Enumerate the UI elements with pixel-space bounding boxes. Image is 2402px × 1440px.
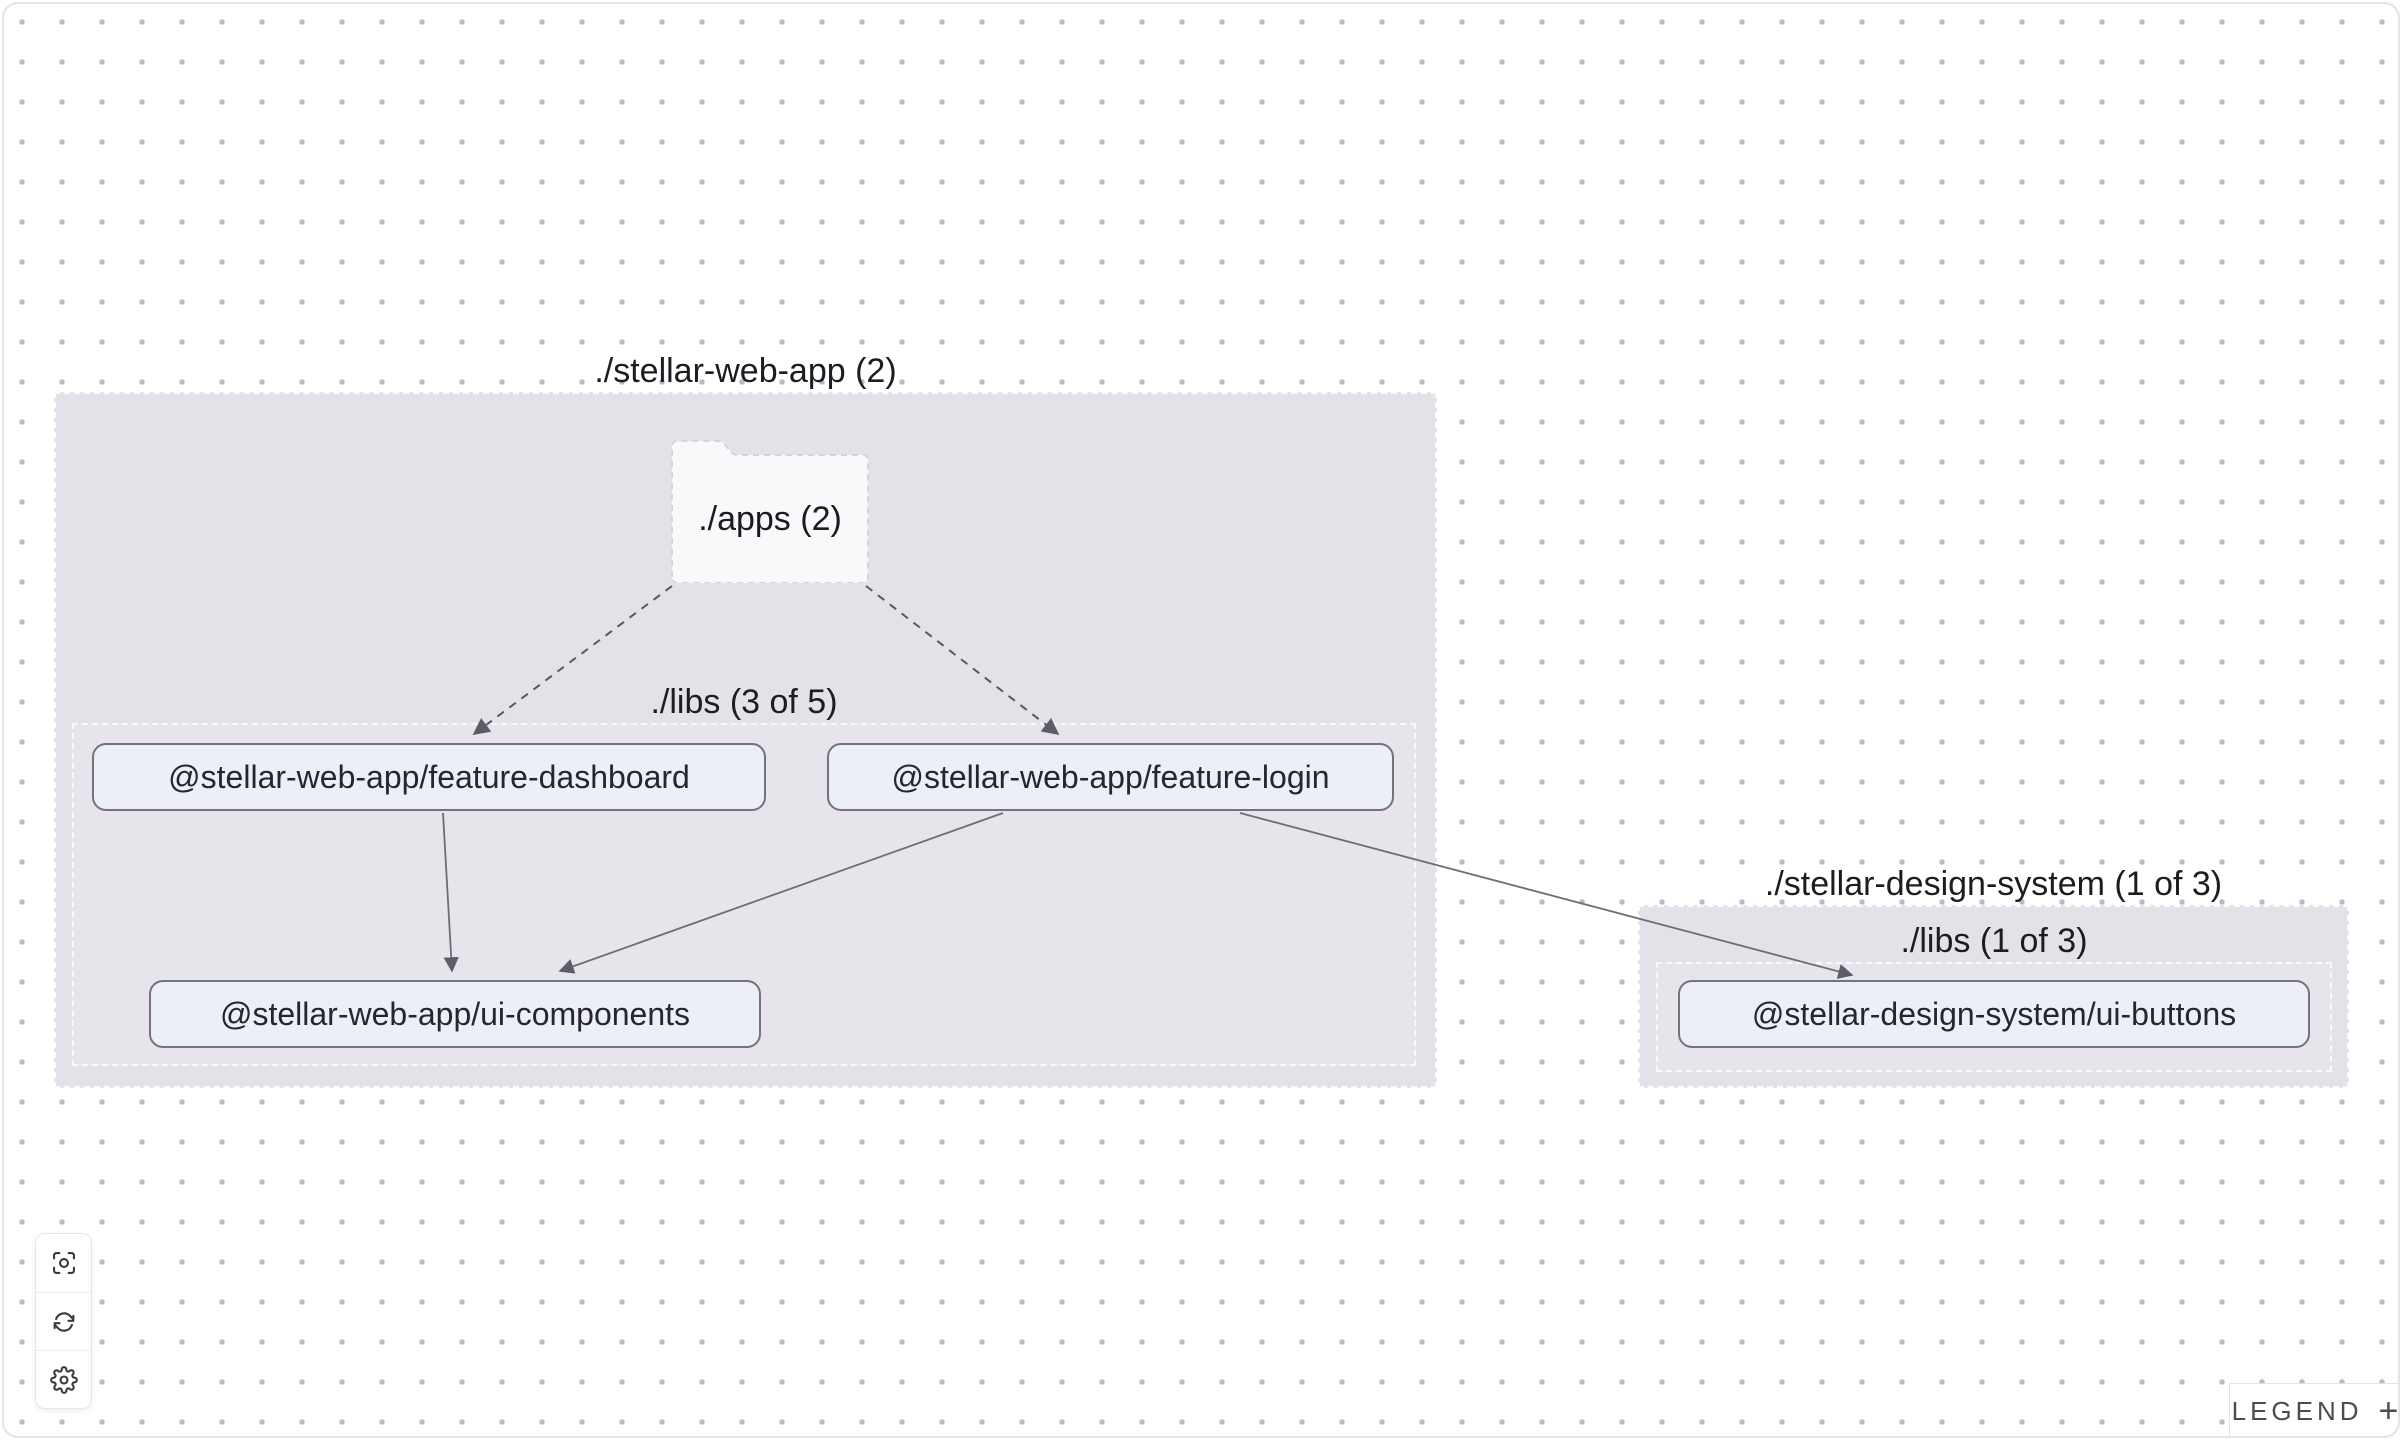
graph-controls-toolbar (35, 1233, 92, 1409)
group-label-stellar-web-app-libs: ./libs (3 of 5) (650, 683, 838, 721)
legend-label: LEGEND (2231, 1395, 2363, 1426)
group-label-stellar-design-system-libs: ./libs (1 of 3) (1900, 922, 2088, 960)
legend-toggle-button[interactable]: LEGEND + (2229, 1383, 2400, 1438)
folder-icon (671, 440, 869, 583)
folder-label: ./apps (2) (698, 499, 842, 538)
project-node-ui-buttons[interactable]: @stellar-design-system/ui-buttons (1678, 980, 2310, 1048)
project-node-ui-components[interactable]: @stellar-web-app/ui-components (149, 980, 761, 1048)
zoom-to-fit-icon (52, 1252, 75, 1274)
group-label-stellar-design-system: ./stellar-design-system (1 of 3) (1764, 865, 2223, 903)
gear-icon (49, 1365, 78, 1394)
refresh-icon (53, 1311, 74, 1332)
folder-node-apps[interactable]: ./apps (2) (669, 437, 871, 583)
group-label-stellar-web-app: ./stellar-web-app (2) (594, 352, 897, 390)
plus-icon: + (2378, 1392, 2399, 1430)
settings-button[interactable] (36, 1350, 91, 1408)
zoom-to-fit-button[interactable] (36, 1234, 91, 1292)
refresh-button[interactable] (36, 1292, 91, 1350)
project-node-feature-dashboard[interactable]: @stellar-web-app/feature-dashboard (92, 743, 766, 811)
project-node-feature-login[interactable]: @stellar-web-app/feature-login (827, 743, 1394, 811)
